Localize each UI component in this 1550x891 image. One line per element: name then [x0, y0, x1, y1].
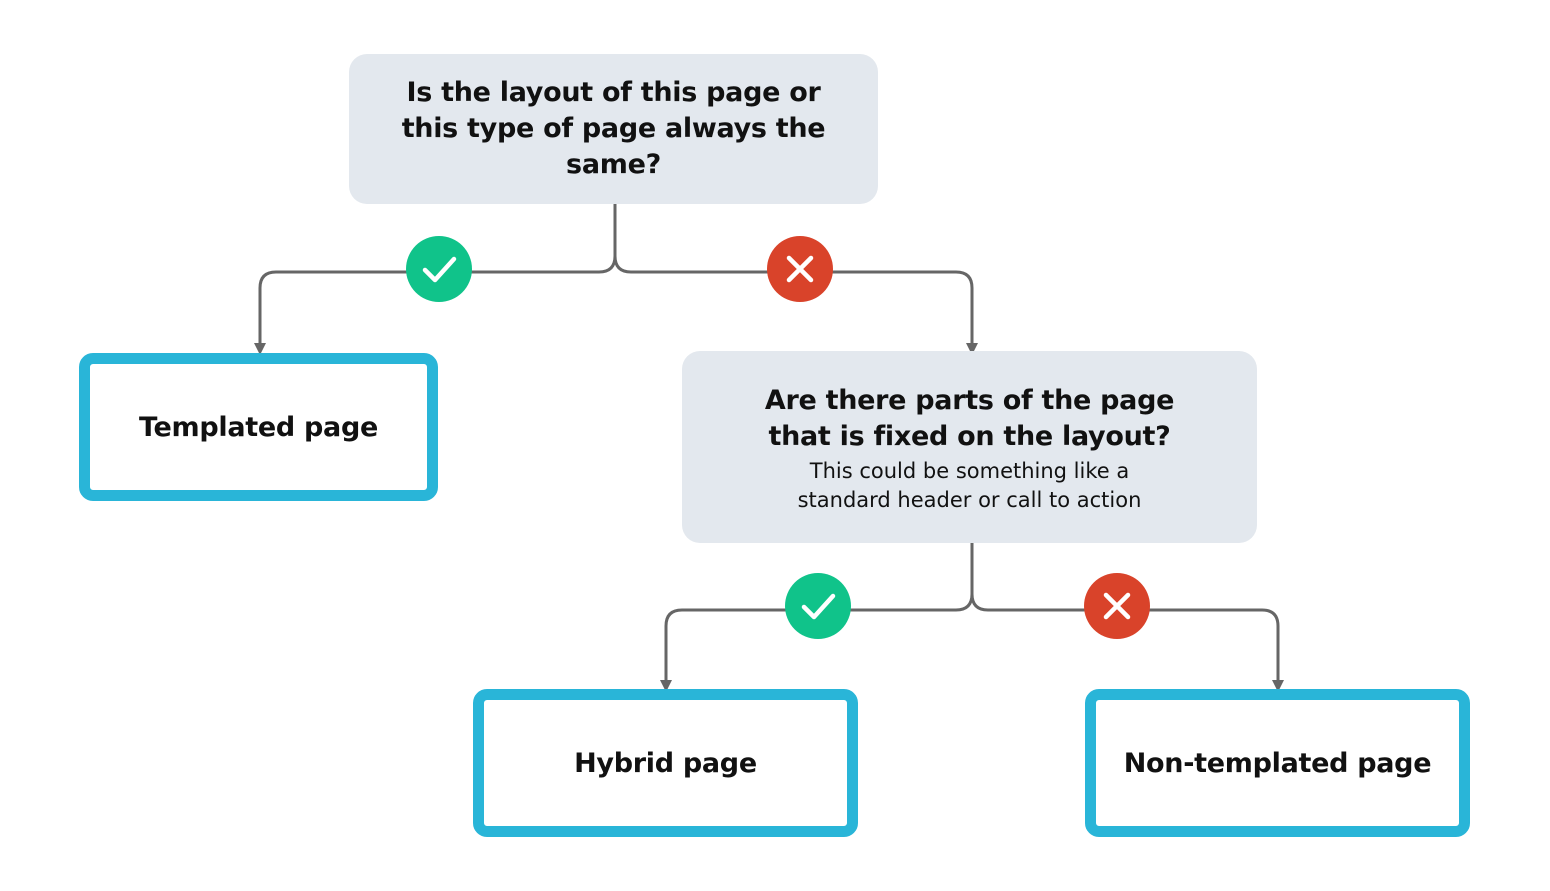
question-subtitle: This could be something like a standard … — [797, 459, 1142, 512]
question-title: Are there parts of the page that is fixe… — [764, 385, 1175, 452]
cross-icon — [767, 236, 833, 302]
outcome-label: Hybrid page — [574, 747, 757, 779]
cross-icon — [1084, 573, 1150, 639]
question-title: Is the layout of this page or this type … — [401, 77, 826, 180]
outcome-non-templated-page: Non-templated page — [1085, 689, 1470, 837]
checkmark-icon — [785, 573, 851, 639]
checkmark-icon — [406, 236, 472, 302]
outcome-label: Non-templated page — [1123, 747, 1432, 779]
outcome-templated-page: Templated page — [79, 353, 438, 501]
question-layout-same: Is the layout of this page or this type … — [349, 54, 878, 204]
question-fixed-parts: Are there parts of the page that is fixe… — [682, 351, 1257, 543]
outcome-hybrid-page: Hybrid page — [473, 689, 858, 837]
outcome-label: Templated page — [138, 411, 378, 443]
